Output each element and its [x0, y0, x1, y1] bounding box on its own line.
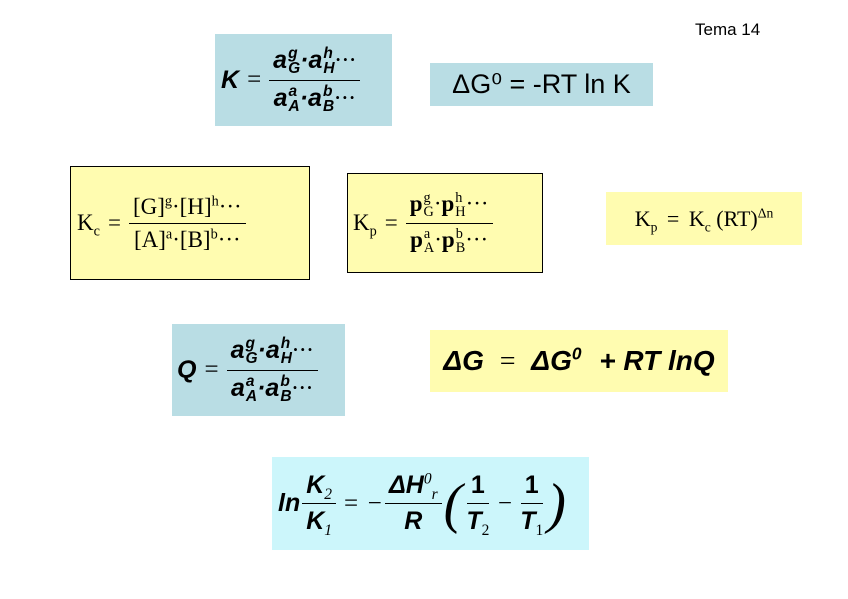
- slide-tag: Tema 14: [695, 20, 761, 39]
- enthalpy-fraction: ΔH0r R: [385, 471, 442, 536]
- inverse-t1: 1 T1: [520, 471, 544, 539]
- gibbs-standard-equation: ΔG⁰ = -RT ln K: [452, 69, 631, 99]
- ln-symbol: ln: [278, 489, 301, 517]
- kc-symbol: Kc: [77, 210, 100, 240]
- gibbs-standard-box: ΔG⁰ = -RT ln K: [430, 63, 653, 106]
- k-symbol: K: [221, 65, 240, 94]
- concentration-fraction: [G]g·[H]h··· [A]a·[B]b···: [128, 194, 246, 253]
- kp-symbol: Kp: [353, 210, 377, 240]
- k-ratio: K2 K1: [302, 471, 337, 538]
- gibbs-equation: ΔG = ΔG0 + RT lnQ: [443, 343, 715, 377]
- vant-hoff-box: ln K2 K1 = − ΔH0r R ( 1 T2 − 1 T1 ): [272, 457, 589, 550]
- gibbs-nonstandard-box: ΔG = ΔG0 + RT lnQ: [430, 330, 728, 392]
- kc-box: Kc = [G]g·[H]h··· [A]a·[B]b···: [70, 166, 310, 280]
- kp-kc-relation-box: Kp = Kc (RT)Δn: [606, 192, 802, 245]
- inverse-t2: 1 T2: [466, 471, 490, 539]
- q-symbol: Q: [177, 355, 197, 384]
- kp-kc-equation: Kp = Kc (RT)Δn: [634, 205, 774, 234]
